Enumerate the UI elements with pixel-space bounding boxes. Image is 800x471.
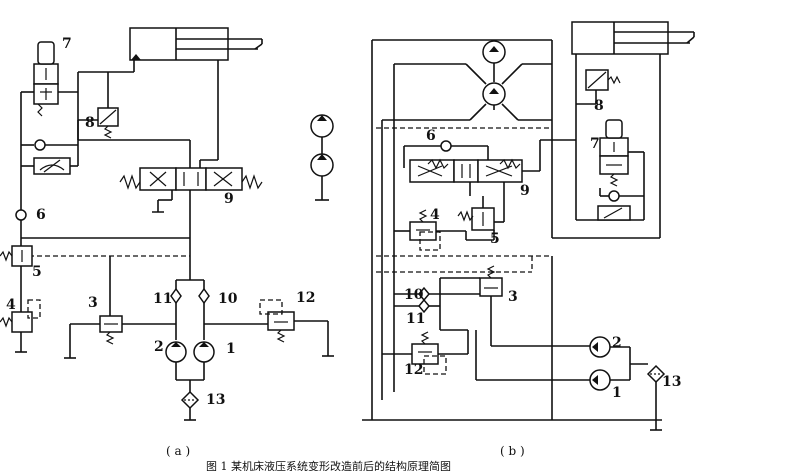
label-b-9: 9 xyxy=(520,183,530,199)
valve-b-4 xyxy=(394,209,466,251)
label-b-13: 13 xyxy=(662,374,681,390)
label-a-12: 12 xyxy=(296,290,315,306)
valve-b-7 xyxy=(597,119,644,221)
label-b-10: 10 xyxy=(404,287,424,303)
diagram-a: 7 8 9 6 5 4 3 11 10 12 2 1 13 ( a ) xyxy=(0,27,334,458)
label-a-6: 6 xyxy=(36,207,46,223)
valve-b-5 xyxy=(457,182,505,241)
cylinder-b xyxy=(571,21,695,55)
directional-valve-b-9 xyxy=(409,140,541,196)
label-a-10: 10 xyxy=(218,291,238,307)
pump-symbol-standalone xyxy=(310,114,334,201)
check-valve-a-6 xyxy=(15,209,27,221)
cylinder-a xyxy=(129,27,263,61)
label-a-13: 13 xyxy=(206,392,225,408)
label-b-1: 1 xyxy=(612,385,622,401)
label-a-9: 9 xyxy=(224,191,234,207)
valve-a-12 xyxy=(259,299,334,357)
label-b-6: 6 xyxy=(426,128,436,144)
pressure-switch-a-8 xyxy=(78,96,119,139)
label-b-5: 5 xyxy=(490,231,500,247)
valve-a-3 xyxy=(64,256,176,359)
label-a-1: 1 xyxy=(226,341,236,357)
pump-a-2 xyxy=(165,341,187,363)
label-a-4: 4 xyxy=(6,297,16,313)
valve-b-3 xyxy=(479,265,592,347)
label-b-4: 4 xyxy=(430,207,440,223)
label-b-2: 2 xyxy=(612,335,622,351)
label-a-11: 11 xyxy=(153,291,172,307)
valve-a-5 xyxy=(0,245,33,267)
valve-a-7 xyxy=(33,41,59,117)
label-a-7: 7 xyxy=(62,36,72,52)
diagram-b: 8 7 6 9 4 5 3 10 11 12 2 1 13 ( b ) xyxy=(362,21,695,458)
double-pump-b xyxy=(394,40,552,121)
pump-a-1 xyxy=(193,341,215,363)
label-b-12: 12 xyxy=(404,362,423,378)
pump-b-2 xyxy=(589,336,611,358)
filter-b-13 xyxy=(646,364,666,384)
label-a-2: 2 xyxy=(154,339,164,355)
label-b-11: 11 xyxy=(406,311,425,327)
valve-a-4 xyxy=(0,299,41,353)
label-a-3: 3 xyxy=(88,295,98,311)
label-b-8: 8 xyxy=(594,98,604,114)
valve-b-12 xyxy=(382,329,469,375)
check-throttle-a xyxy=(33,91,79,175)
label-a-8: 8 xyxy=(85,115,95,131)
label-b-3: 3 xyxy=(508,289,518,305)
pump-b-1 xyxy=(589,369,611,391)
check-valve-a-11 xyxy=(170,287,182,305)
label-a-5: 5 xyxy=(32,264,42,280)
label-b-7: 7 xyxy=(590,136,600,152)
check-valve-b-6 xyxy=(440,140,452,152)
subfigure-label-b: ( b ) xyxy=(500,444,525,458)
check-valve-a-10 xyxy=(198,287,210,305)
pressure-switch-b-8 xyxy=(576,69,621,105)
directional-valve-a-9 xyxy=(119,139,263,238)
subfigure-label-a: ( a ) xyxy=(166,444,190,458)
figure-caption: 图 1 某机床液压系统变形改造前后的结构原理简图 xyxy=(206,459,451,471)
filter-a-13 xyxy=(180,390,200,410)
